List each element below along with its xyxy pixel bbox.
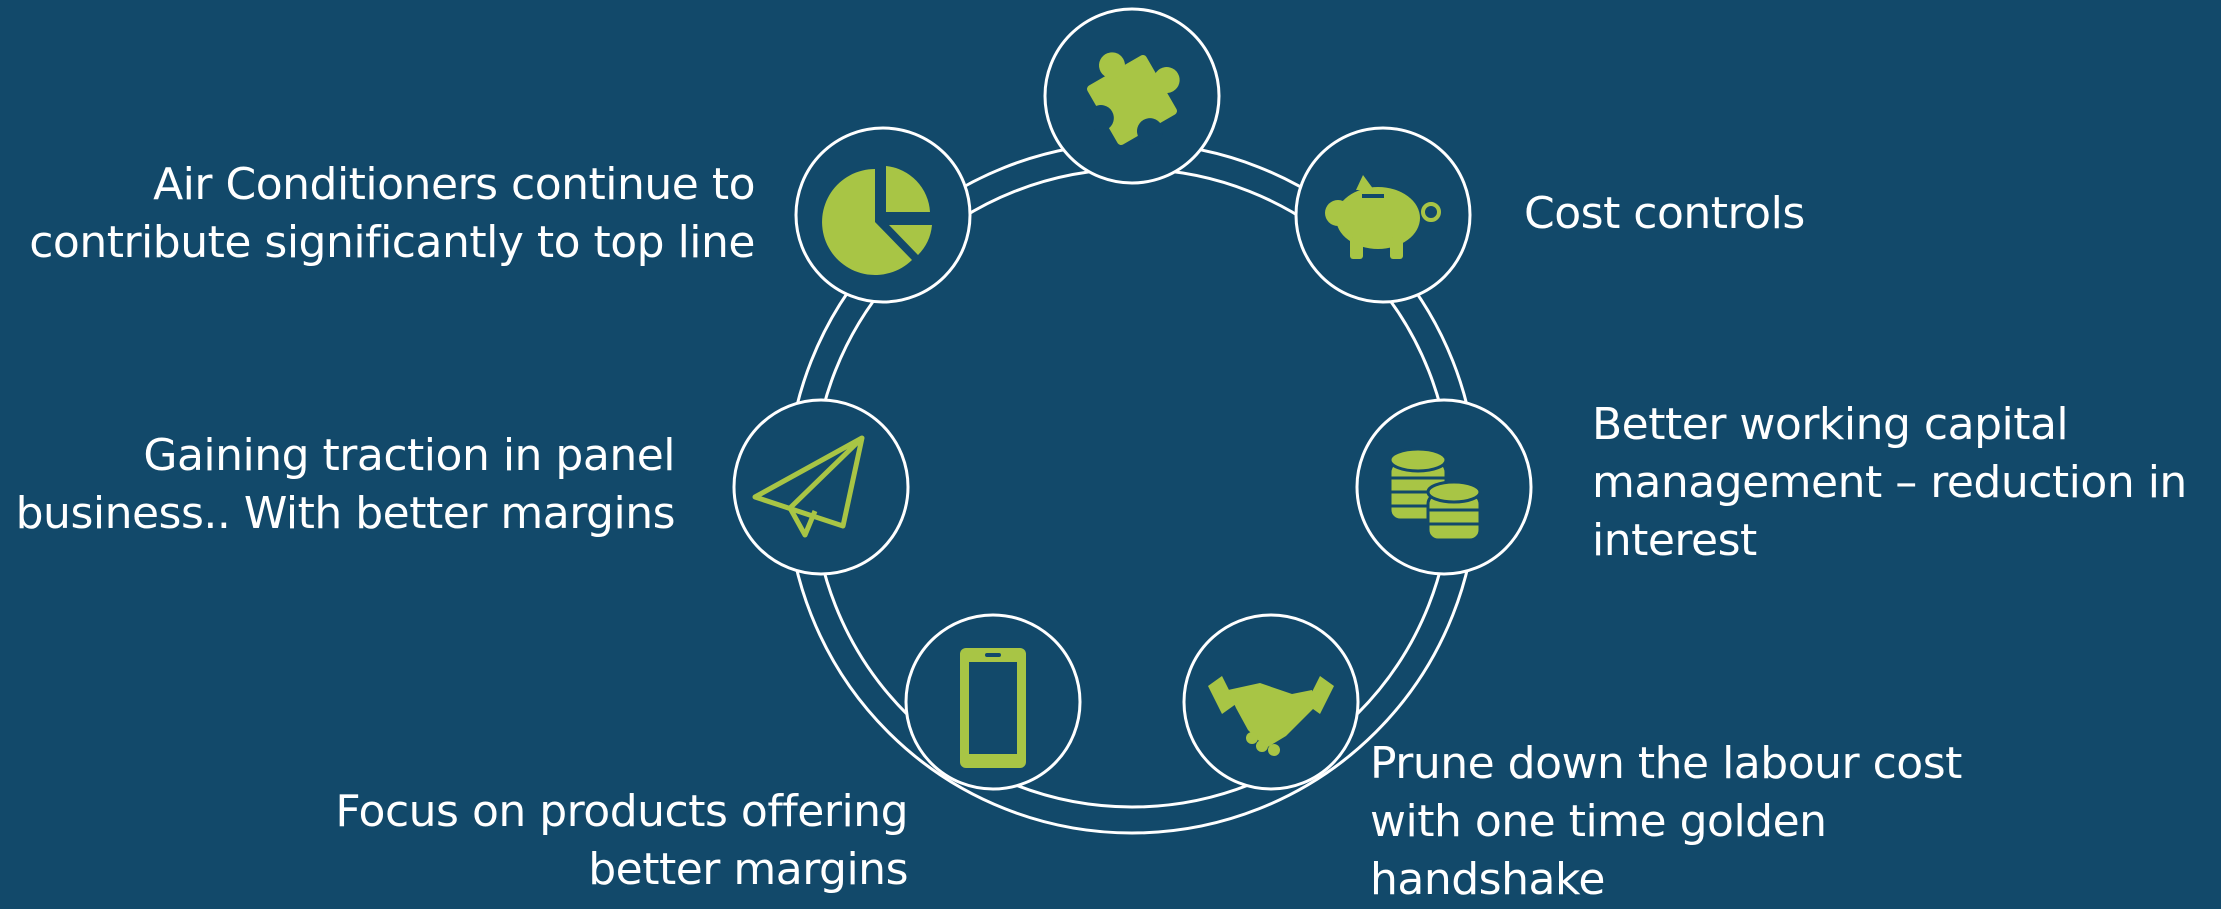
label-cost-controls: Cost controls <box>1524 188 1805 239</box>
coins-icon <box>1388 447 1482 542</box>
label-labour-cost: Prune down the labour cost with one time… <box>1370 738 1962 905</box>
node-mobile-phone <box>904 613 1082 791</box>
node-piggy-bank <box>1294 126 1472 304</box>
node-pie-chart <box>794 126 972 304</box>
label-panel-business: Gaining traction in panel business.. Wit… <box>15 430 676 539</box>
label-air-conditioners: Air Conditioners continue to contribute … <box>29 159 755 268</box>
mobile-phone-icon <box>960 648 1026 768</box>
paper-plane-icon <box>752 435 865 538</box>
node-coins <box>1355 398 1533 576</box>
label-products-margins: Focus on products offering better margin… <box>335 786 908 895</box>
puzzle-icon <box>1087 52 1180 145</box>
piggy-bank-icon <box>1325 175 1441 259</box>
node-puzzle <box>1043 7 1221 185</box>
node-paper-plane <box>732 398 910 576</box>
pie-chart-icon <box>822 166 932 275</box>
node-handshake <box>1182 613 1360 791</box>
label-working-capital: Better working capital management – redu… <box>1592 399 2187 566</box>
handshake-icon <box>1208 676 1334 756</box>
